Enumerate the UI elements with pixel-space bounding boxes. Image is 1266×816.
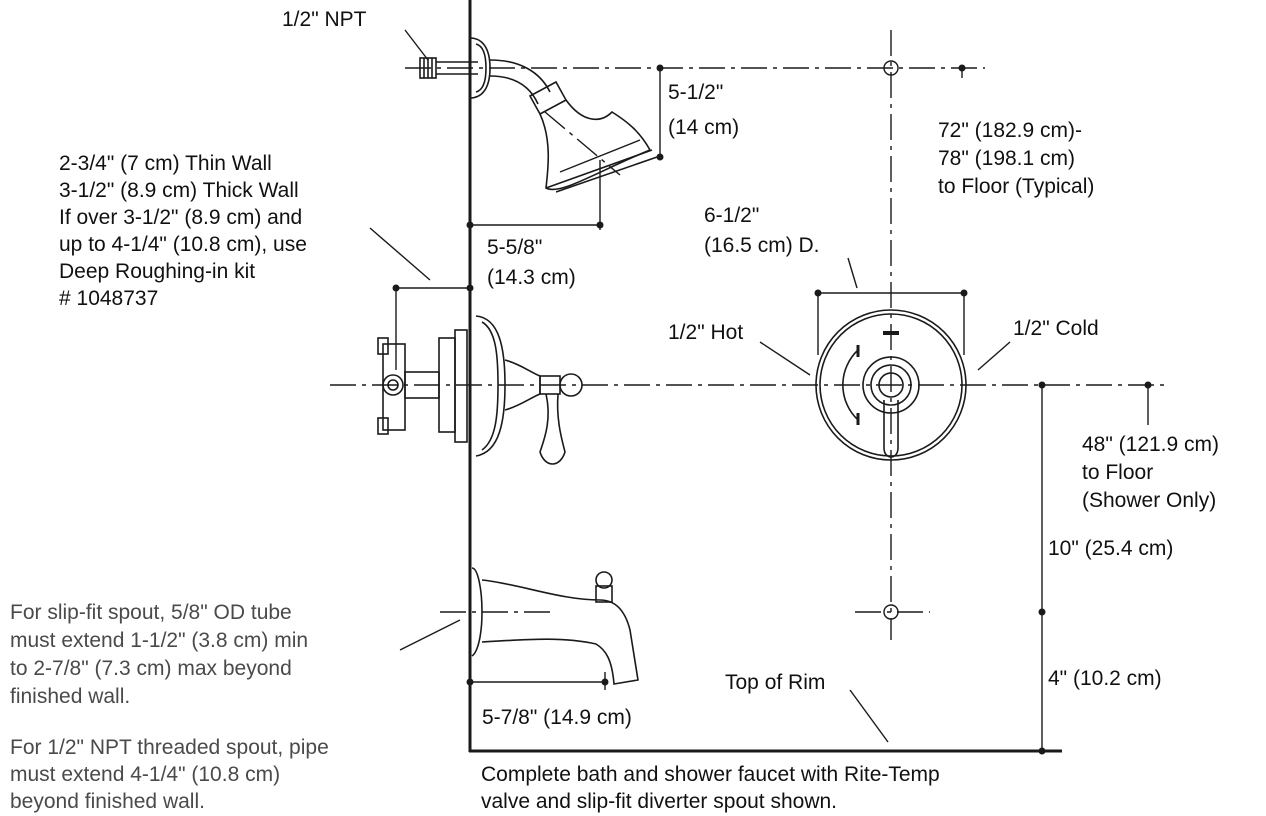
showerhead-height-label-3: to Floor (Typical) xyxy=(938,175,1095,198)
npt-spout-note-3: beyond finished wall. xyxy=(10,790,205,813)
tub-spout-drawing xyxy=(471,567,639,685)
spray-axis-1 xyxy=(544,111,621,176)
showerhead-drawing xyxy=(419,37,661,193)
arm-length-metric-label: (14.3 cm) xyxy=(487,266,576,289)
spout-to-rim-label: 4" (10.2 cm) xyxy=(1048,667,1162,690)
hot-supply-label: 1/2" Hot xyxy=(668,321,744,344)
showerhead-height-label: 72" (182.9 cm)- xyxy=(938,119,1083,142)
slip-fit-note-3: to 2-7/8" (7.3 cm) max beyond xyxy=(10,657,292,680)
spray-axis-2 xyxy=(559,139,641,173)
valve-trim-drawing xyxy=(377,315,583,465)
caption-line-1: Complete bath and shower faucet with Rit… xyxy=(481,763,940,786)
slip-fit-note-1: For slip-fit spout, 5/8" OD tube xyxy=(10,601,292,624)
npt-spout-note-1: For 1/2" NPT threaded spout, pipe xyxy=(10,736,329,759)
showerhead-center-marker xyxy=(883,60,899,76)
wall-thickness-label-3: If over 3-1/2" (8.9 cm) and xyxy=(59,206,303,229)
wall-thickness-label-5: Deep Roughing-in kit xyxy=(59,260,256,283)
valve-height-label-2: to Floor xyxy=(1082,461,1154,484)
dimension-endpoints xyxy=(392,64,1152,755)
top-of-rim-label: Top of Rim xyxy=(725,671,826,694)
leader-lines xyxy=(369,29,1011,743)
wall-thickness-label-1: 2-3/4" (7 cm) Thin Wall xyxy=(59,152,272,175)
slip-fit-note-4: finished wall. xyxy=(10,685,131,708)
showerhead-drop-label: 5-1/2" xyxy=(668,81,724,104)
valve-height-label: 48" (121.9 cm) xyxy=(1082,433,1220,456)
wall-thickness-label-2: 3-1/2" (8.9 cm) Thick Wall xyxy=(59,179,299,202)
wall-thickness-label-4: up to 4-1/4" (10.8 cm), use xyxy=(59,233,307,256)
cold-supply-label: 1/2" Cold xyxy=(1013,317,1099,340)
wall-thickness-label-6: # 1048737 xyxy=(59,287,159,310)
valve-to-spout-label: 10" (25.4 cm) xyxy=(1048,537,1174,560)
escutcheon-diameter-label: 6-1/2" xyxy=(704,204,760,227)
escutcheon-diameter-metric-label: (16.5 cm) D. xyxy=(704,234,820,257)
showerhead-npt-label: 1/2" NPT xyxy=(282,8,367,31)
escutcheon-front-view xyxy=(815,309,967,461)
spout-length-label: 5-7/8" (14.9 cm) xyxy=(482,706,632,729)
arm-length-label: 5-5/8" xyxy=(487,236,543,259)
showerhead-height-label-2: 78" (198.1 cm) xyxy=(938,147,1076,170)
slip-fit-note-2: must extend 1-1/2" (3.8 cm) min xyxy=(10,629,309,652)
dimension-lines xyxy=(395,68,1149,751)
showerhead-drop-metric-label: (14 cm) xyxy=(668,116,740,139)
npt-spout-note-2: must extend 4-1/4" (10.8 cm) xyxy=(10,763,281,786)
spout-center-marker xyxy=(883,604,899,620)
valve-height-label-3: (Shower Only) xyxy=(1082,489,1217,512)
caption-line-2: valve and slip-fit diverter spout shown. xyxy=(481,790,838,813)
